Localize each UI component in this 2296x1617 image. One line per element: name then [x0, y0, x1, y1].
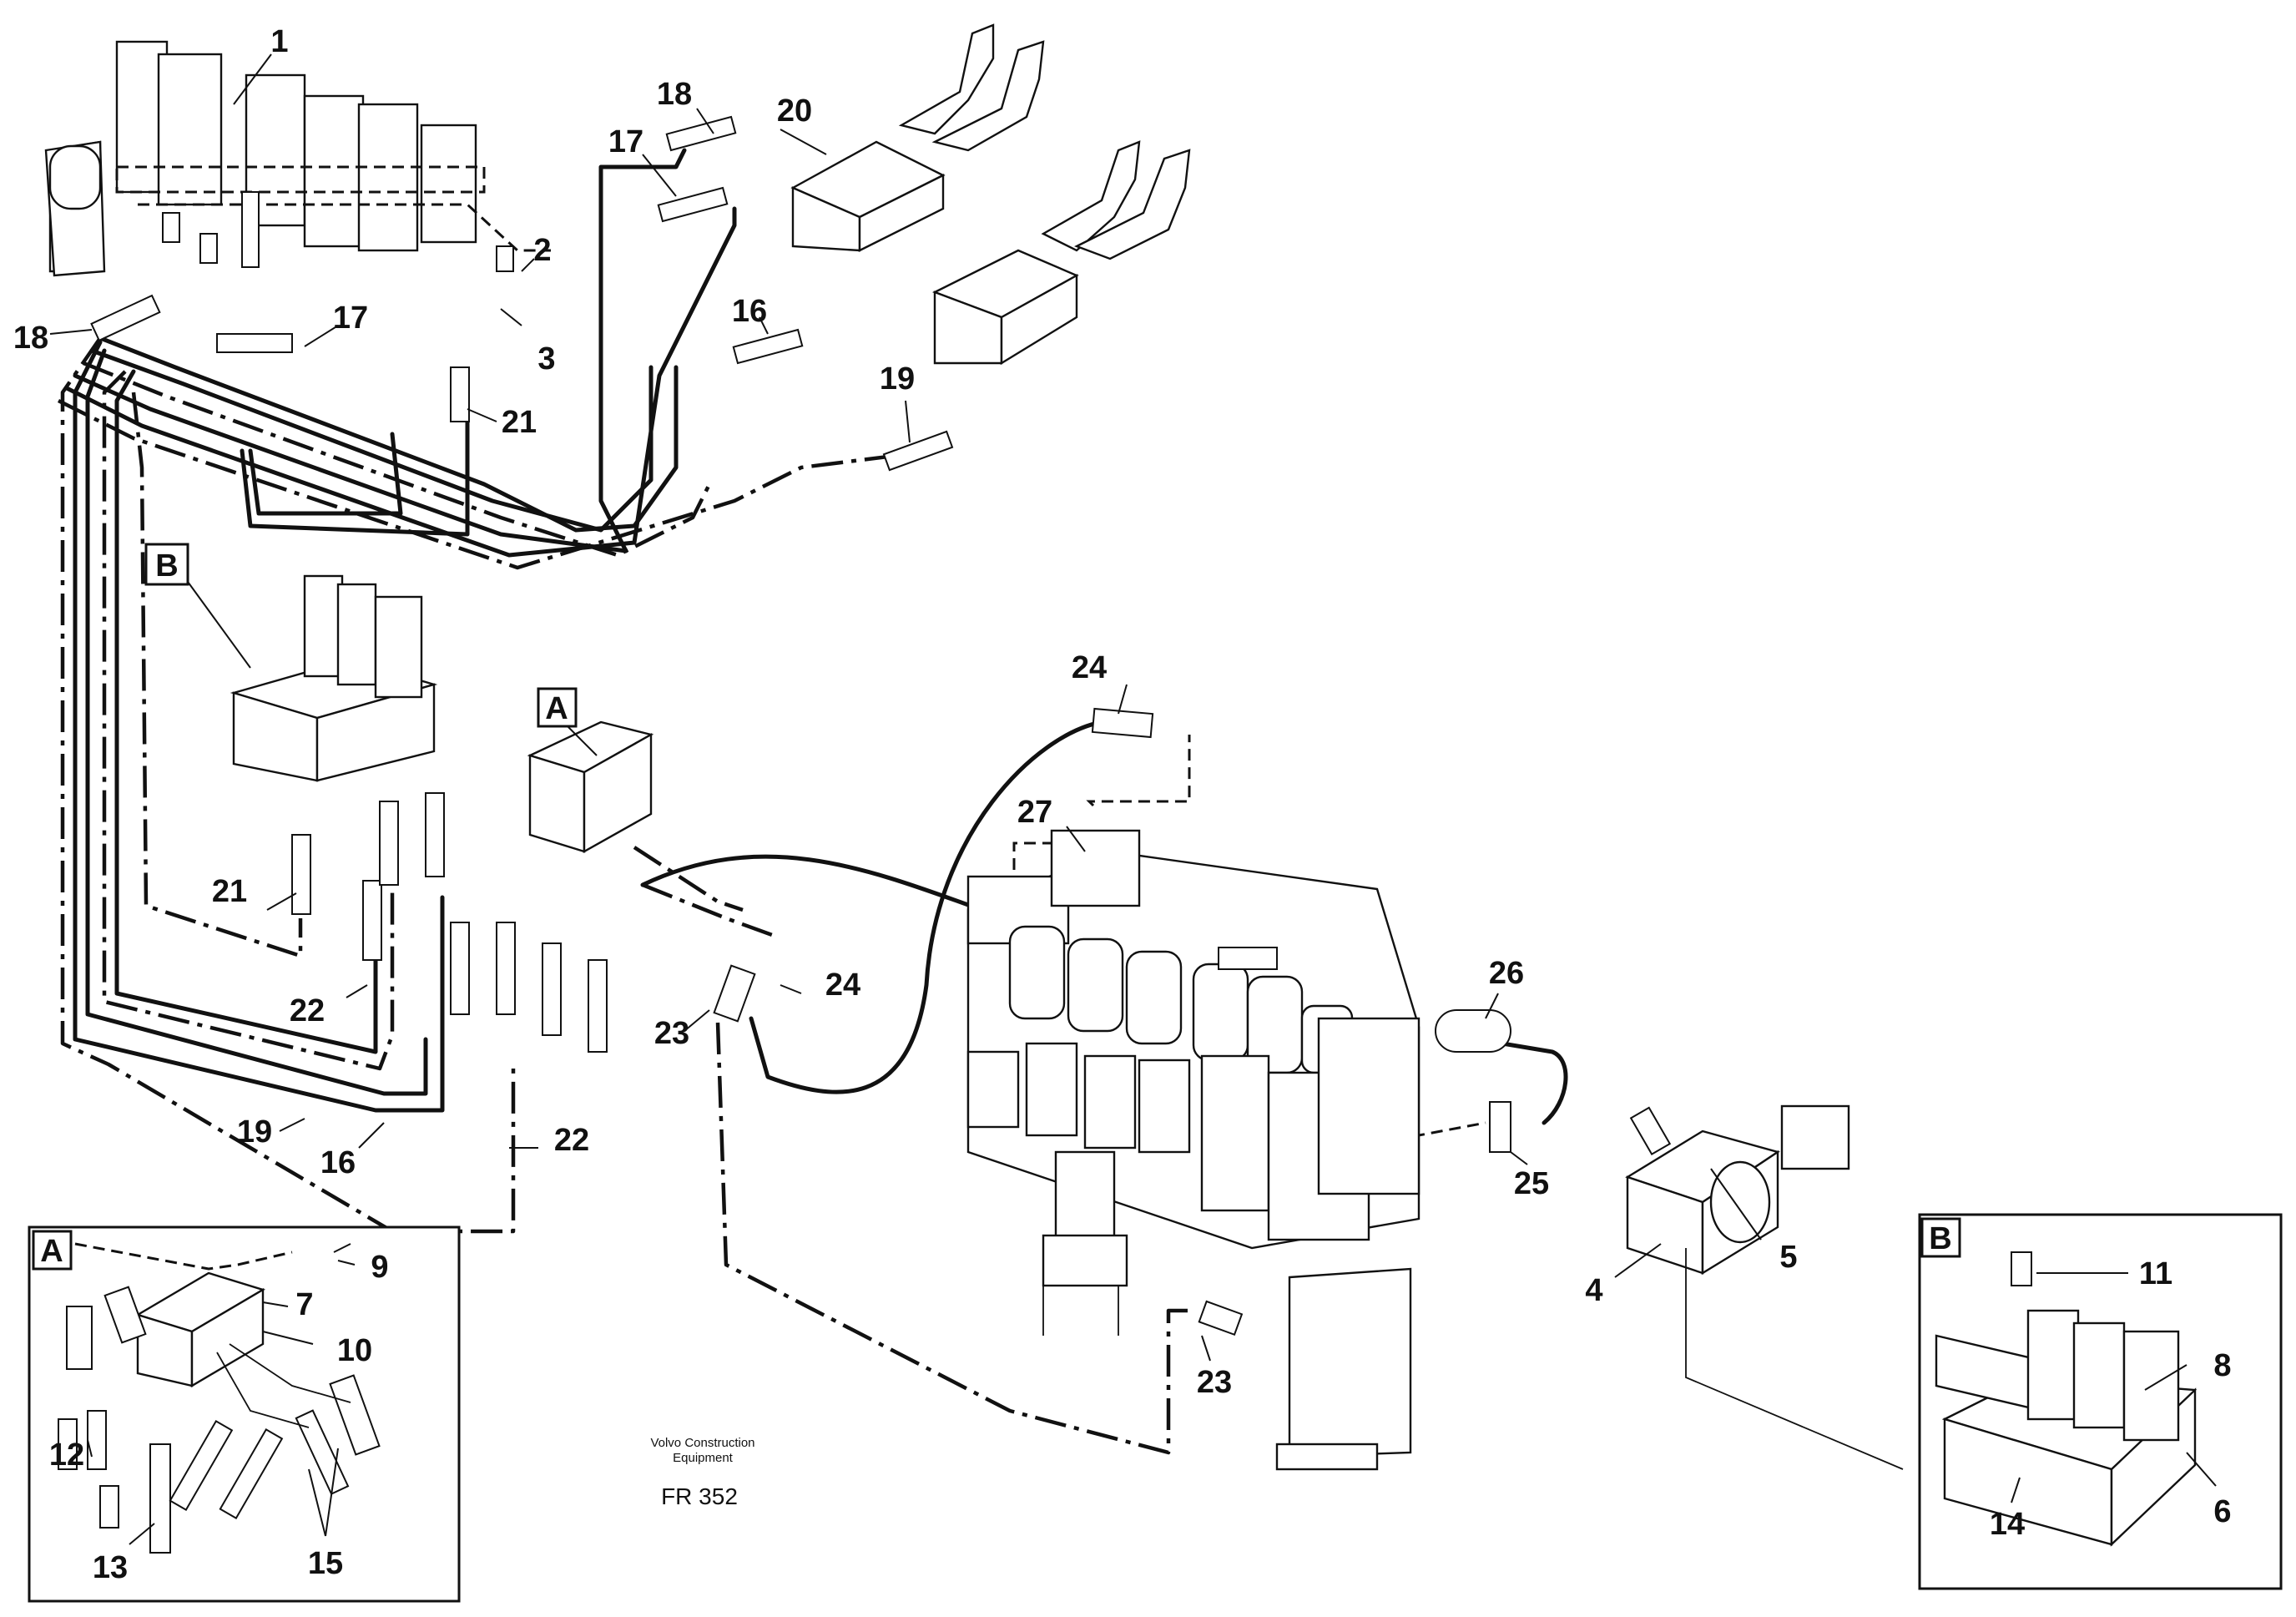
reference-box-b-inset: B — [1920, 1217, 1961, 1258]
label-22-right: 22 — [554, 1123, 589, 1158]
label-26: 26 — [1489, 956, 1524, 991]
label-1: 1 — [270, 24, 288, 59]
label-17-left: 17 — [333, 301, 368, 336]
ref-a-inset-label: A — [40, 1234, 63, 1269]
label-3: 3 — [537, 341, 555, 376]
caption-line-1: Volvo Construction — [650, 1436, 754, 1450]
ref-a-main-label: A — [545, 691, 568, 726]
label-17-top: 17 — [608, 124, 643, 159]
solenoid-valve-bank — [44, 40, 551, 277]
ref-b-main-label: B — [155, 548, 178, 584]
reference-box-a-inset: A — [32, 1230, 73, 1271]
label-13: 13 — [93, 1550, 128, 1585]
leader-lines — [49, 53, 2217, 1545]
main-control-valve — [966, 829, 1420, 1471]
label-21-top: 21 — [502, 405, 537, 440]
figure-caption: Volvo Construction Equipment FR 352 — [650, 1436, 754, 1509]
label-8: 8 — [2213, 1348, 2231, 1383]
label-12: 12 — [49, 1438, 84, 1473]
label-10: 10 — [337, 1333, 372, 1368]
label-23-left: 23 — [654, 1016, 689, 1051]
label-23-right: 23 — [1197, 1365, 1232, 1400]
detail-view-a — [28, 1225, 461, 1603]
label-19-top: 19 — [880, 361, 915, 397]
label-18-left: 18 — [13, 321, 48, 356]
part-labels: 1 2 3 4 5 6 7 8 9 10 11 12 13 14 15 16 1… — [13, 24, 2232, 1585]
label-14: 14 — [1990, 1507, 2025, 1542]
label-16-top: 16 — [732, 294, 767, 329]
label-6: 6 — [2213, 1494, 2231, 1529]
label-16-bottom: 16 — [320, 1145, 356, 1180]
valve-component-4-5 — [1625, 1104, 1904, 1470]
ref-b-inset-label: B — [1929, 1221, 1951, 1256]
pedal-control-valve-upper — [790, 23, 1045, 252]
label-9: 9 — [371, 1250, 388, 1285]
label-24-top: 24 — [1072, 650, 1107, 685]
label-7: 7 — [295, 1287, 313, 1322]
label-19-bottom: 19 — [237, 1114, 272, 1150]
reference-box-b-main: B — [144, 543, 189, 586]
label-15: 15 — [308, 1546, 343, 1581]
label-5: 5 — [1779, 1240, 1797, 1275]
distribution-block-b — [183, 574, 438, 782]
label-21-middle: 21 — [212, 874, 247, 909]
hose-fittings — [90, 115, 1672, 1337]
label-18-top: 18 — [657, 77, 692, 112]
detail-view-b — [1918, 1213, 2283, 1590]
pedal-control-valve-lower — [932, 140, 1191, 366]
figure-code: FR 352 — [661, 1483, 738, 1509]
label-2: 2 — [533, 233, 551, 268]
caption-line-2: Equipment — [673, 1451, 734, 1465]
reference-box-a-main: A — [537, 687, 578, 728]
label-22-left: 22 — [290, 993, 325, 1028]
label-25: 25 — [1514, 1166, 1549, 1201]
label-4: 4 — [1585, 1273, 1602, 1308]
label-27: 27 — [1017, 795, 1052, 830]
label-20: 20 — [777, 93, 812, 129]
distribution-block-a — [527, 720, 654, 854]
label-11: 11 — [2139, 1256, 2172, 1291]
label-24-middle: 24 — [825, 968, 860, 1003]
